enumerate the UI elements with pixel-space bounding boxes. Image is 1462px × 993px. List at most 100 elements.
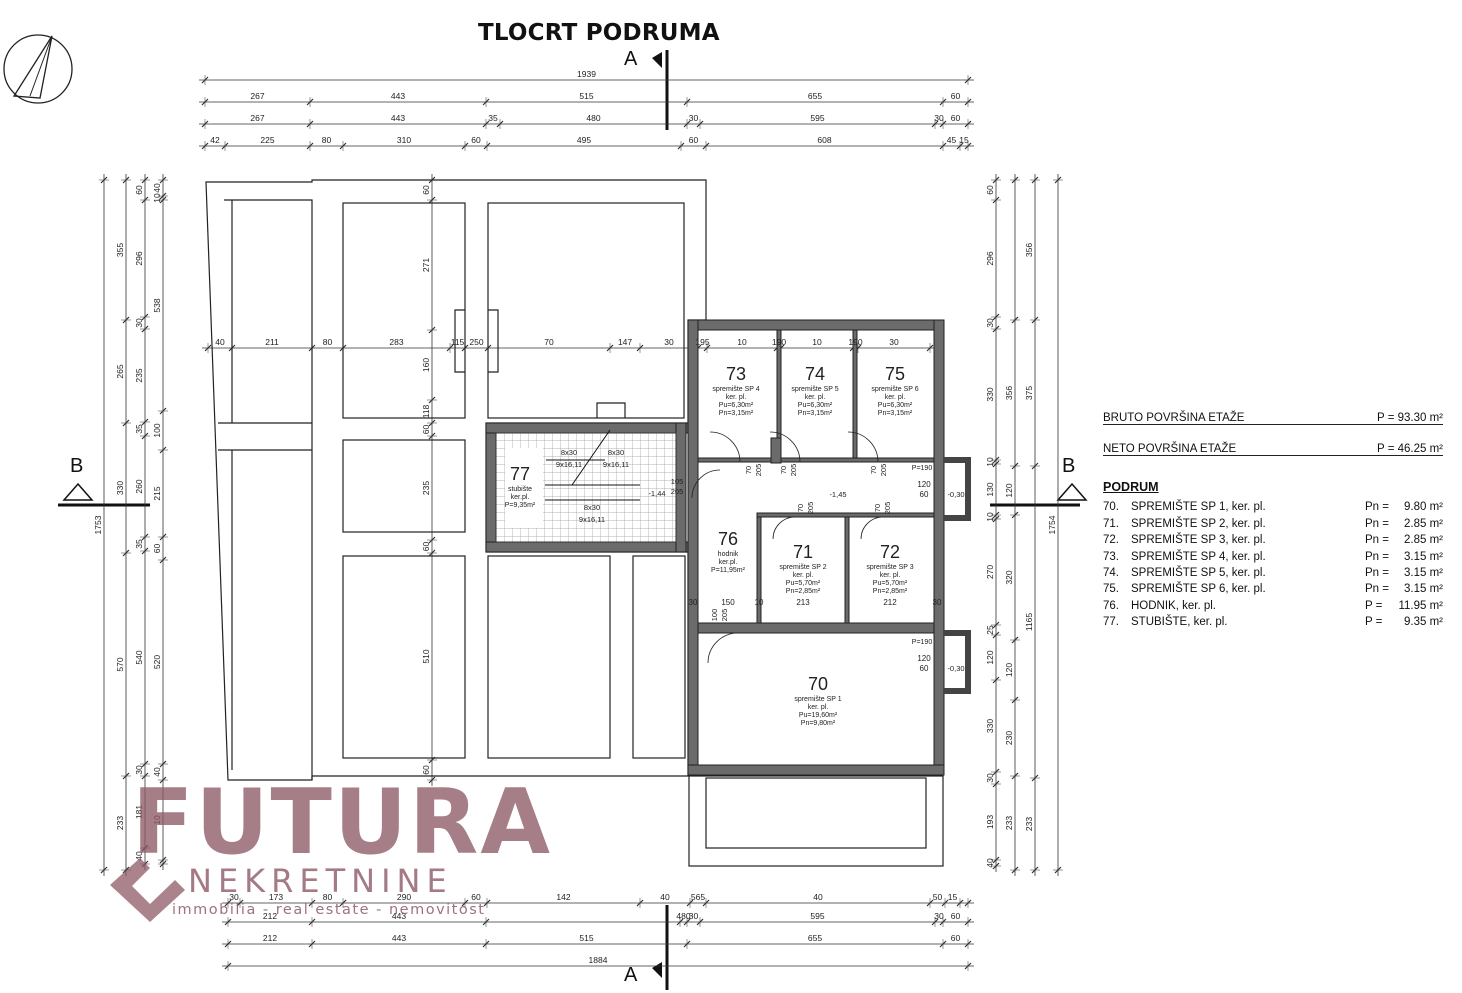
door-dim: 100 (710, 609, 719, 622)
shaft-dim: 120 (917, 480, 931, 489)
wall-8 (697, 622, 935, 634)
legend-item-symbol: Pn = (1365, 566, 1389, 579)
legend-item-symbol: P = (1365, 616, 1383, 629)
room-area-gross-72: Pu=5,70m² (873, 580, 908, 587)
door-dim: 205 (720, 609, 729, 622)
dim-inner-horizontal: 250 (469, 337, 483, 347)
existing-room-3 (342, 555, 466, 759)
dim-inner-vertical: 60 (421, 542, 431, 552)
dim-top-row4: 45 (947, 135, 957, 145)
stair-step-label: 8x30 (561, 448, 577, 457)
north-arrow-icon (3, 34, 73, 104)
door-dim: 70 (796, 504, 805, 512)
legend-item-symbol: Pn = (1365, 583, 1389, 596)
dim-left-col3: 540 (134, 650, 144, 664)
room-number-71: 71 (793, 542, 813, 562)
legend-item-label: 70.SPREMIŠTE SP 1, ker. pl. (1103, 501, 1266, 513)
watermark-logo-text: FUTURA (132, 770, 552, 875)
room-area-net-74: Pn=3,15m² (798, 410, 833, 417)
dim-left-col4: 60 (152, 544, 162, 554)
dim-inner-vertical: 510 (421, 649, 431, 663)
existing-room-2 (342, 439, 466, 533)
wall-4 (485, 422, 497, 553)
dim-top-row4: 60 (689, 135, 699, 145)
dim-top-row3: 35 (488, 113, 498, 123)
door-swing-4 (860, 516, 884, 540)
stair-door-height: 205 (671, 487, 684, 496)
room-number-75: 75 (885, 364, 905, 384)
dim-top-row4: 80 (322, 135, 332, 145)
dim-top-row4: 60 (471, 135, 481, 145)
dim-right-col3: 40 (985, 858, 995, 868)
dim-right-col3: 330 (985, 719, 995, 733)
dim-inner-horizontal: 30 (664, 337, 674, 347)
dim-inner-horizontal: 195 (695, 337, 709, 347)
existing-inner-wall (224, 199, 313, 780)
light-shaft-0 (944, 457, 971, 521)
dim-top-row3: 595 (810, 113, 824, 123)
dim-top-row2: 515 (579, 91, 593, 101)
stair-level: -1,44 (648, 489, 665, 498)
section-label-a-top: A (624, 48, 638, 70)
room-area-gross-77: P=9,35m² (505, 502, 536, 509)
dim-left-col3: 30 (134, 765, 144, 775)
dim-bottom-row4: 80 (323, 892, 333, 902)
stair-step-label: 8x30 (608, 448, 624, 457)
room-area-net-71: Pn=2,85m² (786, 588, 821, 595)
dim-bottom-row4: 40 (660, 892, 670, 902)
watermark-tagline: immobilia - real estate - nemovitost (172, 902, 486, 918)
room-area-gross-73: Pu=6,30m² (719, 402, 754, 409)
room-number-77: 77 (510, 464, 530, 484)
dim-right-col2: 356 (1024, 243, 1034, 257)
door-swing-6 (691, 469, 721, 499)
wall-3 (687, 764, 945, 776)
dim-right-col4: 233 (1004, 816, 1014, 830)
dim-top-row4: 495 (577, 135, 591, 145)
dim-inner-horizontal: 283 (389, 337, 403, 347)
dim-inner-horizontal: 211 (265, 337, 279, 347)
dim-bottom-row3: 60 (951, 911, 961, 921)
section-label-a-bottom: A (624, 964, 638, 986)
dim-left-col4: 40 (152, 183, 162, 193)
legend-item-number: 70. (1103, 501, 1119, 514)
legend-item-label: 76.HODNIK, ker. pl. (1103, 600, 1216, 612)
dim-bottom-row2: 60 (951, 933, 961, 943)
shaft-dim: 60 (920, 490, 929, 499)
shaft-label: P=190 (912, 465, 933, 472)
room-area-net-75: Pn=3,15m² (878, 410, 913, 417)
dim-right-col3: 30 (985, 318, 995, 328)
shaft-dim: 120 (917, 654, 931, 663)
legend-item: 71.SPREMIŠTE SP 2, ker. pl.Pn =2.85 m² (1103, 513, 1443, 530)
room-area-net-73: Pn=3,15m² (719, 410, 754, 417)
legend-item-number: 73. (1103, 550, 1119, 563)
dim-left-col4: 100 (152, 423, 162, 437)
section-label-b-left: B (70, 455, 84, 477)
dim-inner-vertical: 60 (421, 765, 431, 775)
legend-item-label: 77.STUBIŠTE, ker. pl. (1103, 616, 1228, 628)
stair-step-label: 9x16,11 (556, 460, 582, 469)
dim-bottom-row3: 595 (810, 911, 824, 921)
room-area-gross-76: P=11,95m² (711, 567, 746, 574)
existing-corridor (218, 200, 312, 770)
legend-item-symbol: Pn = (1365, 517, 1389, 530)
dim-left-col3: 296 (134, 251, 144, 265)
wall-11 (697, 457, 935, 463)
dim-right-col2: 233 (1024, 817, 1034, 831)
shaft-level: -0,30 (947, 664, 964, 673)
legend-item-text: STUBIŠTE, ker. pl. (1131, 616, 1228, 629)
legend-item-number: 75. (1103, 583, 1119, 596)
dim-inner-horizontal: 80 (323, 337, 333, 347)
door-swing-3 (772, 516, 796, 540)
legend-item-value: Pn =2.85 m² (1365, 518, 1443, 530)
dim-bottom-row4: 50 (933, 892, 943, 902)
legend-item-area: 3.15 m² (1404, 583, 1443, 596)
dim-top-row3: 30 (934, 113, 944, 123)
gross-area-label: BRUTO POVRŠINA ETAŽE (1103, 412, 1245, 424)
dim-left-col2: 330 (115, 481, 125, 495)
dim-left-col3: 35 (134, 539, 144, 549)
dim-bottom-overall: 1884 (589, 955, 608, 965)
legend-item-symbol: Pn = (1365, 501, 1389, 514)
dim-bottom-row3: 30 (934, 911, 944, 921)
dim-top-row4: 15 (959, 135, 969, 145)
